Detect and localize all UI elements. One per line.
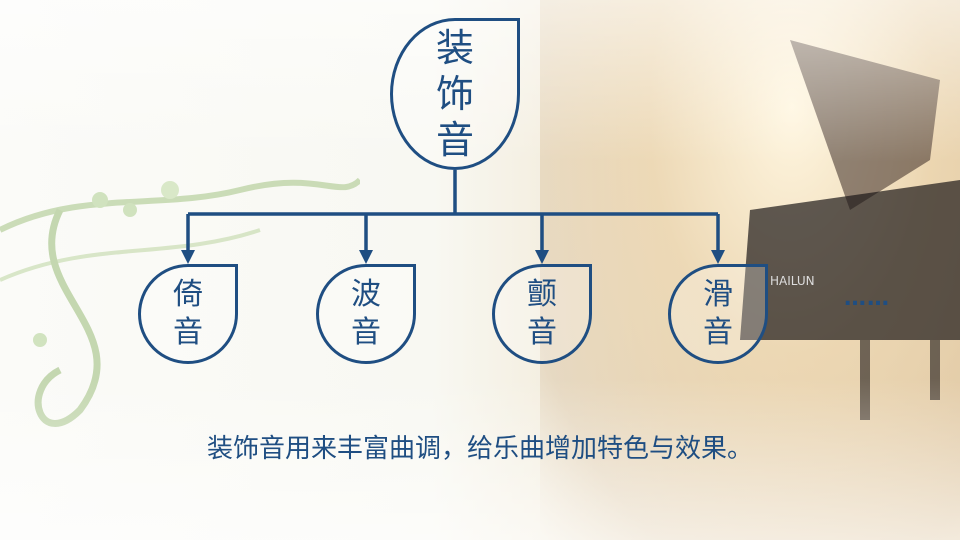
arrow-icon bbox=[181, 250, 195, 264]
caption-text: 装饰音用来丰富曲调，给乐曲增加特色与效果。 bbox=[206, 434, 753, 464]
child-node-appoggiatura: 倚 音 bbox=[138, 264, 238, 364]
root-node-ornament: 装 饰 音 bbox=[390, 18, 520, 170]
node-char: 滑 bbox=[703, 277, 733, 312]
node-char: 波 bbox=[351, 277, 381, 312]
child-node-trill: 颤 音 bbox=[492, 264, 592, 364]
root-char: 音 bbox=[435, 118, 474, 162]
node-char: 音 bbox=[527, 315, 557, 350]
ellipsis: …… bbox=[844, 286, 890, 311]
child-node-glissando: 滑 音 bbox=[668, 264, 768, 364]
child-node-mordent: 波 音 bbox=[316, 264, 416, 364]
node-char: 倚 bbox=[173, 277, 203, 312]
root-char: 装 bbox=[435, 26, 474, 70]
node-char: 音 bbox=[703, 315, 733, 350]
arrow-icon bbox=[711, 250, 725, 264]
arrow-icon bbox=[535, 250, 549, 264]
node-char: 颤 bbox=[527, 277, 557, 312]
arrow-icon bbox=[359, 250, 373, 264]
node-char: 音 bbox=[173, 315, 203, 350]
node-char: 音 bbox=[351, 315, 381, 350]
root-char: 饰 bbox=[435, 72, 474, 116]
